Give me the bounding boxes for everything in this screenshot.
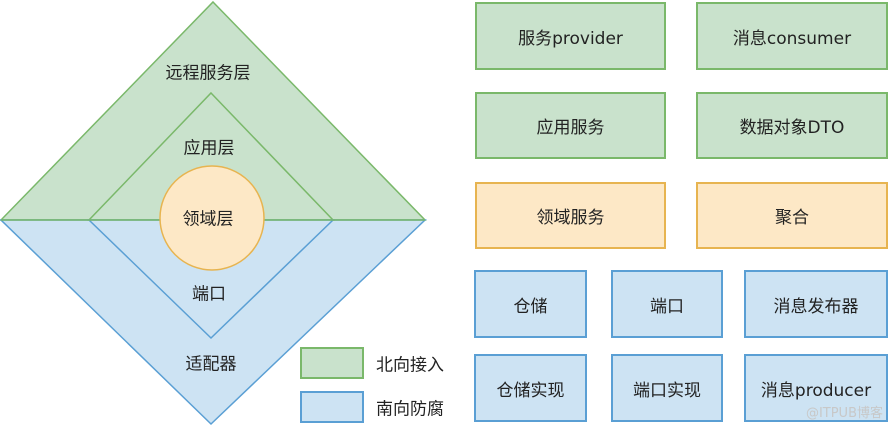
domain-layer-label: 领域层 (182, 209, 234, 230)
port-label: 端口 (192, 284, 226, 305)
legend-label-south: 南向防腐 (376, 399, 444, 420)
box-message-publisher: 消息发布器 (744, 270, 888, 338)
remote-service-layer-label: 远程服务层 (165, 63, 251, 84)
legend-swatch-north (300, 347, 364, 379)
box-repository: 仓储 (474, 270, 587, 338)
watermark: @ITPUB博客 (805, 406, 883, 421)
box-message-consumer: 消息consumer (696, 2, 888, 70)
box-application-service: 应用服务 (475, 92, 666, 159)
legend-swatch-south (300, 391, 364, 423)
box-message-producer: 消息producer (744, 354, 888, 422)
domain-core-circle (159, 165, 265, 271)
box-aggregate: 聚合 (696, 182, 888, 249)
box-domain-service: 领域服务 (475, 182, 666, 249)
box-port: 端口 (611, 270, 723, 338)
box-service-provider: 服务provider (475, 2, 666, 70)
box-data-object-dto: 数据对象DTO (696, 92, 888, 159)
box-repository-impl: 仓储实现 (474, 354, 587, 422)
box-port-impl: 端口实现 (611, 354, 723, 422)
application-layer-label: 应用层 (183, 138, 235, 159)
adapter-label: 适配器 (185, 354, 237, 375)
legend-label-north: 北向接入 (376, 355, 444, 376)
